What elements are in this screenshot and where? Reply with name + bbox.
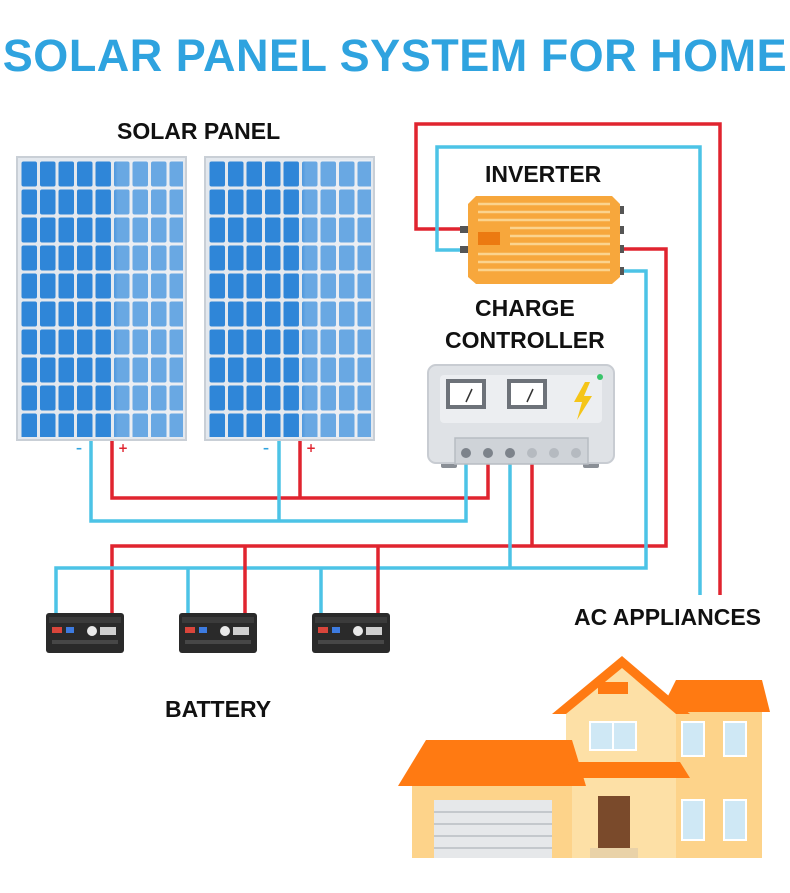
panel-polarity-marks: – + – + <box>76 441 316 455</box>
panel1-positive-mark: + <box>118 441 128 455</box>
inverter-label: INVERTER <box>485 161 602 187</box>
battery-label: BATTERY <box>165 696 272 722</box>
charge-controller-icon <box>427 364 615 468</box>
solar-panel-left <box>16 156 187 441</box>
battery-3-icon <box>312 613 390 653</box>
panel1-negative-mark: – <box>76 441 82 455</box>
battery-1-icon <box>46 613 124 653</box>
solar-panel-label: SOLAR PANEL <box>117 118 281 144</box>
charge-controller-label-line2: CONTROLLER <box>445 327 605 353</box>
ac-positive-wire <box>414 122 722 595</box>
inverter-icon <box>460 196 624 284</box>
panel2-positive-mark: + <box>306 441 316 455</box>
page-title: SOLAR PANEL SYSTEM FOR HOME <box>2 30 788 81</box>
ac-appliances-label: AC APPLIANCES <box>574 604 761 630</box>
charge-controller-label-line1: CHARGE <box>475 295 575 321</box>
charge-controller-label: CHARGE CONTROLLER <box>445 292 605 356</box>
wires <box>54 122 722 613</box>
battery-2-icon <box>179 613 257 653</box>
inverter-dc-negative-wire <box>54 269 648 613</box>
solar-panel-right <box>204 156 375 441</box>
panel2-negative-mark: – <box>263 441 269 455</box>
ac-negative-wire <box>435 145 702 595</box>
house-icon <box>398 656 770 858</box>
